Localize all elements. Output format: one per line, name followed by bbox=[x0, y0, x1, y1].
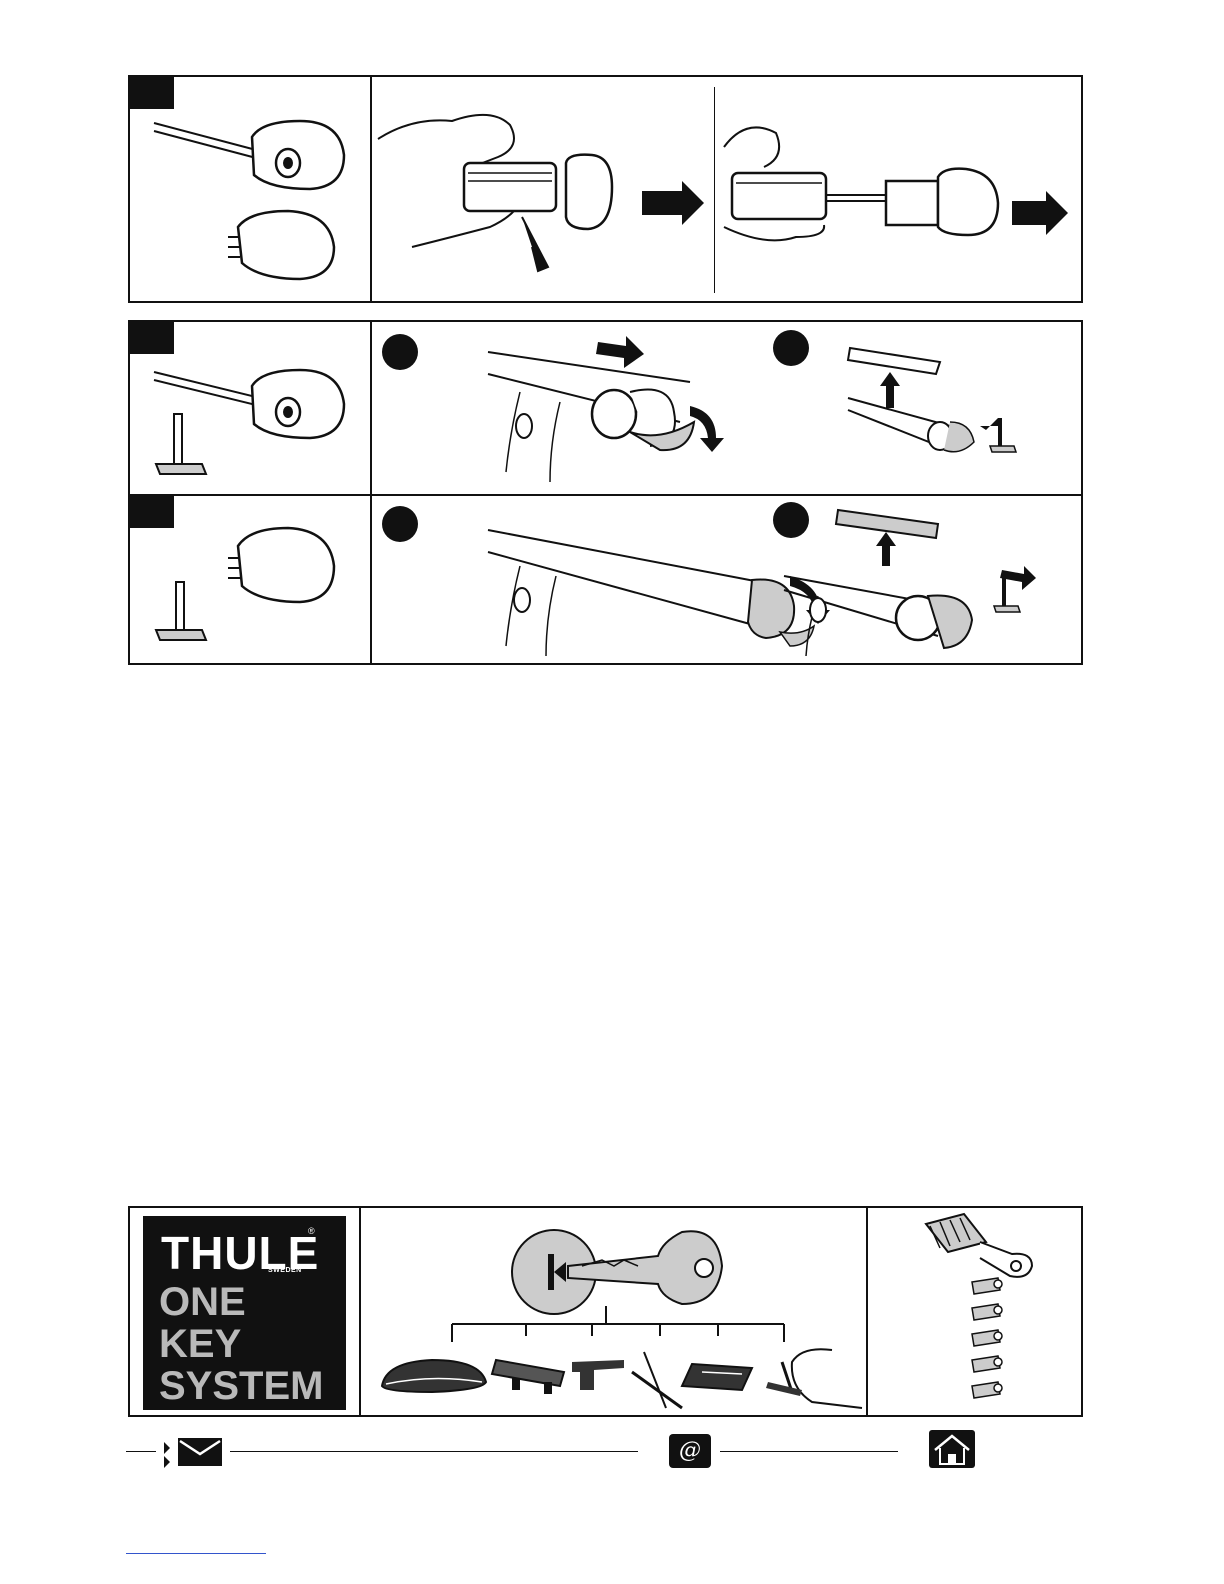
remove-cap-illustration-b bbox=[716, 77, 1081, 301]
step-panel-1 bbox=[128, 75, 1083, 303]
cylinder-group bbox=[972, 1278, 1002, 1398]
footer-line-mid bbox=[230, 1451, 638, 1452]
at-icon[interactable]: @ bbox=[669, 1434, 711, 1468]
at-glyph: @ bbox=[679, 1438, 701, 1463]
thule-logo-block: THULE ® SWEDEN ONE KEY SYSTEM bbox=[143, 1216, 346, 1410]
step-panel-2 bbox=[128, 320, 1083, 665]
substep-dot-2 bbox=[773, 330, 809, 366]
banner-divider-left bbox=[359, 1208, 361, 1415]
key-and-products-illustration bbox=[362, 1212, 862, 1412]
home-icon[interactable] bbox=[929, 1430, 975, 1468]
open-cap-illustration-b bbox=[480, 496, 780, 662]
remove-strip-illustration-a bbox=[840, 322, 1080, 492]
product-line-1: ONE bbox=[159, 1282, 246, 1322]
substep-dot-1 bbox=[382, 334, 418, 370]
mail-icon[interactable] bbox=[162, 1436, 224, 1468]
footer-line-right bbox=[720, 1451, 898, 1452]
product-line-3: SYSTEM bbox=[159, 1366, 323, 1406]
open-cap-illustration-a bbox=[480, 322, 770, 492]
cap-and-tbolt-illustration-a bbox=[130, 322, 370, 492]
remove-cap-illustration-a bbox=[372, 77, 712, 301]
step-panel-1-divider bbox=[714, 87, 715, 293]
bar-end-cap-illustration bbox=[130, 77, 370, 301]
thule-country: SWEDEN bbox=[268, 1267, 302, 1274]
footer-line-left bbox=[126, 1451, 156, 1452]
banner-divider-right bbox=[866, 1208, 868, 1415]
product-line-2: KEY bbox=[159, 1324, 241, 1364]
substep-dot-3 bbox=[382, 506, 418, 542]
registered-mark: ® bbox=[308, 1226, 315, 1236]
remove-strip-illustration-b bbox=[778, 496, 1078, 662]
lock-cylinders-illustration bbox=[920, 1212, 1070, 1412]
cap-and-tbolt-illustration-b bbox=[130, 496, 370, 662]
link-underline[interactable] bbox=[126, 1553, 266, 1554]
